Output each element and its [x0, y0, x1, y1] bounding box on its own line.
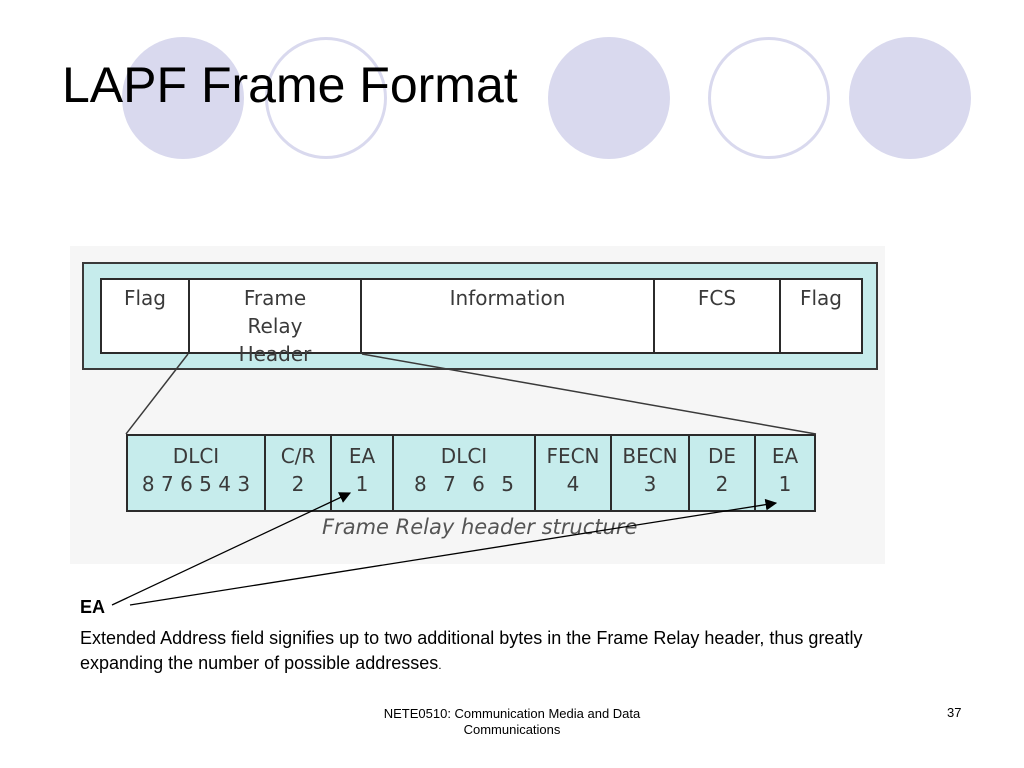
header-field-dlci-low: DLCI 8 7 6 5: [392, 434, 536, 512]
frame-field-fcs: FCS: [653, 278, 781, 354]
decorative-circle: [265, 37, 387, 159]
frame-field-information: Information: [360, 278, 655, 354]
slide-title: LAPF Frame Format: [62, 57, 518, 113]
ea-description: Extended Address field signifies up to t…: [80, 626, 900, 678]
decorative-circle: [548, 37, 670, 159]
header-field-de: DE 2: [688, 434, 756, 512]
frame-field-flag-end: Flag: [779, 278, 863, 354]
decorative-circle: [708, 37, 830, 159]
frame-field-header-label: Frame Relay Header: [238, 286, 312, 366]
frame-field-flag-start: Flag: [100, 278, 190, 354]
expansion-line-left: [125, 353, 189, 435]
figure-caption: Frame Relay header structure: [322, 515, 638, 539]
decorative-circle: [849, 37, 971, 159]
header-field-dlci-high: DLCI 8 7 6 5 4 3: [126, 434, 266, 512]
page-number: 37: [947, 705, 962, 720]
header-field-cr: C/R 2: [264, 434, 332, 512]
header-field-becn: BECN 3: [610, 434, 690, 512]
arrow-to-ea-last: [129, 498, 778, 606]
expansion-line-right: [361, 353, 817, 435]
header-field-fecn: FECN 4: [534, 434, 612, 512]
ea-description-text: Extended Address field signifies up to t…: [80, 628, 863, 673]
ea-description-period: .: [438, 658, 442, 672]
arrow-to-ea-first: [111, 492, 352, 606]
ea-term: EA: [80, 597, 106, 617]
decorative-circle: [122, 37, 244, 159]
slide-footer: NETE0510: Communication Media and Data C…: [383, 706, 641, 737]
header-field-ea-last: EA 1: [754, 434, 816, 512]
